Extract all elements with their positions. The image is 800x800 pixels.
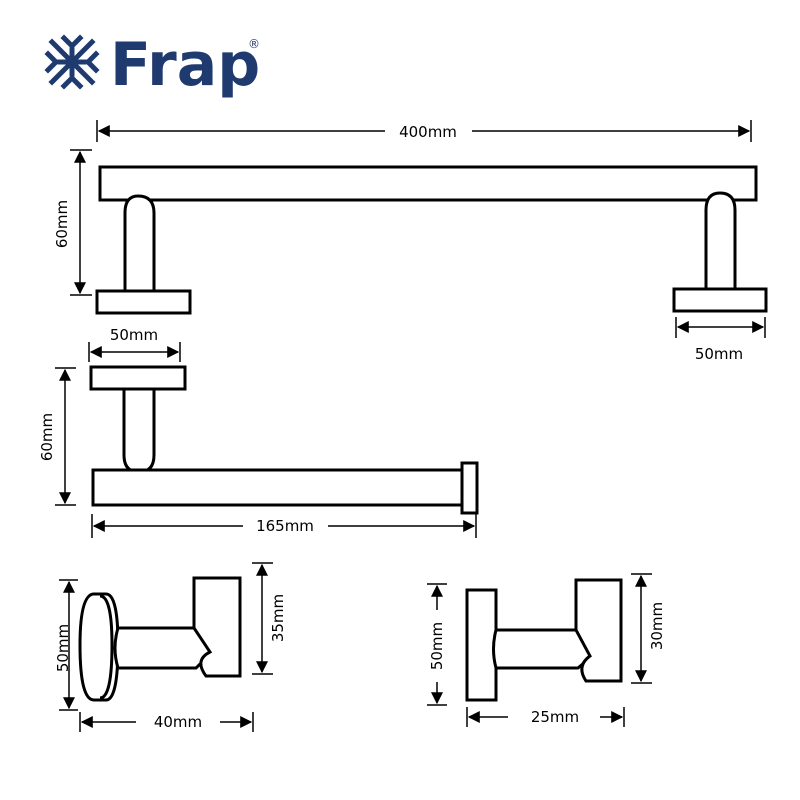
dim-label-60-towel: 60mm [53, 200, 71, 248]
dim-hook-small-arm: 30mm [631, 573, 666, 684]
dim-label-50-towel-base: 50mm [695, 345, 743, 363]
dim-hook-large-depth: 40mm [79, 712, 254, 732]
dim-label-30: 30mm [648, 602, 666, 650]
large-hook-upright [192, 576, 242, 678]
paper-holder-drawing [89, 365, 479, 515]
dim-label-50-paper-base: 50mm [110, 326, 158, 344]
paper-holder-post [122, 387, 156, 474]
dim-towel-length: 400mm [96, 120, 752, 142]
dim-hook-large-arm: 35mm [252, 562, 287, 675]
dim-label-40: 40mm [154, 713, 202, 731]
dim-paper-height: 60mm [38, 367, 76, 506]
registered-mark: ® [248, 37, 260, 51]
brand-logo: Frap ® [44, 30, 260, 100]
dim-label-50-hook-small: 50mm [428, 622, 446, 670]
towel-bar-left-base [95, 289, 192, 315]
dim-label-35: 35mm [269, 594, 287, 642]
large-hook-plate [78, 592, 120, 702]
paper-holder-base [89, 365, 187, 391]
paper-holder-arm [91, 468, 465, 507]
large-hook-drawing [78, 576, 242, 702]
dim-paper-base: 50mm [88, 326, 181, 362]
small-hook-plate [465, 588, 498, 702]
towel-bar-right-base [672, 287, 768, 313]
dim-hook-small-height: 50mm [427, 583, 447, 706]
brand-name: Frap [110, 30, 260, 100]
towel-bar-left-post [123, 194, 156, 293]
paper-holder-endcap [460, 461, 479, 515]
towel-bar-right-post [704, 191, 737, 291]
towel-bar-rail [98, 165, 758, 202]
dim-label-25: 25mm [531, 708, 579, 726]
towel-bar-drawing [95, 165, 768, 315]
dim-hook-small-depth: 25mm [466, 707, 625, 727]
small-hook-drawing [465, 578, 623, 702]
small-hook-arm [492, 628, 594, 670]
dim-hook-large-height: 50mm [54, 579, 78, 711]
dim-label-50-hook-large: 50mm [54, 624, 72, 672]
dim-label-400: 400mm [399, 123, 457, 141]
snowflake-icon [44, 34, 100, 90]
dim-label-165: 165mm [256, 517, 314, 535]
dim-label-60-paper: 60mm [38, 413, 56, 461]
dim-paper-length: 165mm [91, 514, 477, 538]
dim-towel-base: 50mm [675, 317, 766, 363]
dim-towel-height: 60mm [53, 149, 92, 296]
small-hook-upright [574, 578, 623, 683]
